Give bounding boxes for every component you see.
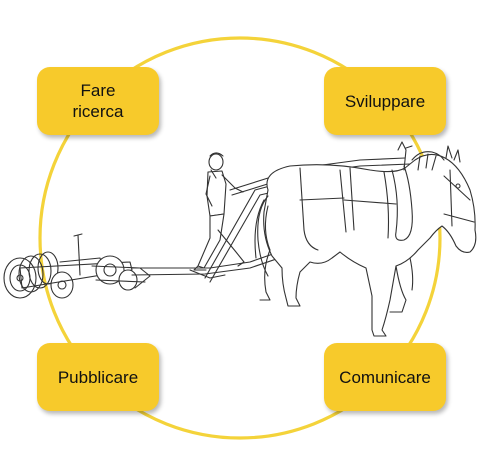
- develop-label: Sviluppare: [344, 91, 426, 111]
- research-box: Fare ricerca: [37, 67, 159, 135]
- communicate-box: Comunicare: [324, 343, 446, 411]
- publish-label: Pubblicare: [57, 367, 139, 387]
- research-label-line1: Fare: [80, 81, 116, 100]
- communicate-label: Comunicare: [339, 367, 431, 387]
- develop-box: Sviluppare: [324, 67, 446, 135]
- cycle-ring: [38, 36, 442, 440]
- horse-drawn-plough-icon: [3, 141, 477, 337]
- publish-box: Pubblicare: [37, 343, 159, 411]
- research-label-line2: ricerca: [72, 102, 124, 121]
